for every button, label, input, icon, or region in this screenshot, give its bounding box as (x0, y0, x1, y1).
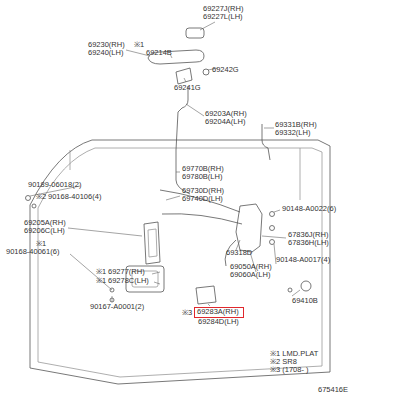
part-number: 69283A(RH) (197, 308, 241, 316)
part-number: 90168-40061(6) (6, 248, 59, 256)
part-number: 69740D(LH) (182, 195, 223, 203)
lock-screw (270, 240, 275, 245)
leader-lines (176, 172, 180, 173)
note-mark: ※1 (134, 41, 144, 49)
lock-screw (270, 226, 275, 231)
part-number: 69206C(LH) (24, 227, 65, 235)
leader-lines (154, 282, 160, 284)
note-mark: ※1 (96, 277, 106, 285)
part-number: 90168-40106(4) (48, 193, 101, 201)
part-number: 69770B(RH) (182, 165, 224, 173)
leader-lines (200, 22, 215, 30)
leader-lines (30, 22, 300, 306)
part-number: 69227J(RH) (203, 5, 243, 13)
outside-rod (176, 86, 188, 150)
rod-69331 (262, 124, 270, 160)
part-number: 69203A(RH) (205, 110, 247, 118)
leader-lines (68, 228, 142, 236)
lock-screw (270, 212, 275, 217)
part-number: 69242G (212, 66, 239, 74)
highlight-box: 69283A(RH) (194, 307, 244, 318)
leader-lines (262, 236, 286, 238)
leader-lines (264, 128, 274, 129)
part-number: 69214B (146, 49, 172, 57)
part-number: 69277(RH) (108, 268, 145, 276)
part-number: 675416E (318, 386, 348, 394)
part-number: 69230(RH) (88, 41, 125, 49)
part-number: 69730D(RH) (182, 187, 224, 195)
part-number: 69205A(RH) (24, 219, 66, 227)
leader-lines (186, 104, 204, 116)
part-number: 69050A(RH) (230, 263, 272, 271)
window-frame (70, 148, 300, 200)
part-number: 69331B(RH) (275, 121, 317, 129)
leader-lines (166, 196, 180, 200)
lock-rod-2 (162, 214, 242, 224)
note-mark: ※3 (182, 309, 192, 317)
part-number: 90148-A0017(4) (276, 256, 330, 264)
door-lock (236, 204, 262, 252)
leader-lines (274, 210, 280, 212)
note-mark: ※1 (96, 268, 106, 276)
part-number: ※3 (1708- ) (270, 366, 309, 374)
part-number: 67836J(RH) (288, 231, 328, 239)
part-number: 69780B(LH) (182, 173, 222, 181)
note-mark: ※2 (36, 193, 46, 201)
leader-lines (274, 244, 276, 264)
part-number: 69060A(LH) (230, 271, 270, 279)
leader-lines (184, 78, 186, 82)
leader-lines (208, 304, 210, 306)
part-number: 90167-A0001(2) (90, 303, 144, 311)
handle-lever (176, 68, 192, 84)
part-number: 69332(LH) (275, 129, 310, 137)
part-number: 69204A(LH) (205, 118, 245, 126)
screw (26, 196, 31, 201)
part-number: 90148-A0022(6) (282, 205, 336, 213)
leader-lines (112, 296, 113, 302)
part-number: 90189-06018(2) (28, 181, 81, 189)
part-number: 69278C(LH) (108, 277, 149, 285)
screw (32, 204, 36, 208)
leader-lines (152, 272, 160, 274)
part-number: ※2 SR8 (270, 358, 297, 366)
striker-bolt (288, 288, 292, 292)
inside-handle-grip (148, 229, 157, 257)
inside-handle (144, 222, 160, 264)
part-number: 69227L(LH) (203, 13, 243, 21)
part-number: 67836H(LH) (288, 239, 329, 247)
part-number: 69318D (226, 249, 252, 257)
cover-plate (196, 286, 216, 304)
leader-lines (70, 254, 112, 290)
part-number: ※1 LMD.PLAT (270, 350, 318, 358)
part-number: 69240(LH) (88, 49, 123, 57)
part-number: 69410B (292, 297, 318, 305)
leader-lines (292, 290, 300, 296)
note-mark: ※1 (36, 240, 46, 248)
part-number: 69241G (174, 84, 201, 92)
part-number: 69284D(LH) (198, 318, 239, 326)
striker (301, 281, 311, 291)
door-panel (30, 140, 330, 384)
